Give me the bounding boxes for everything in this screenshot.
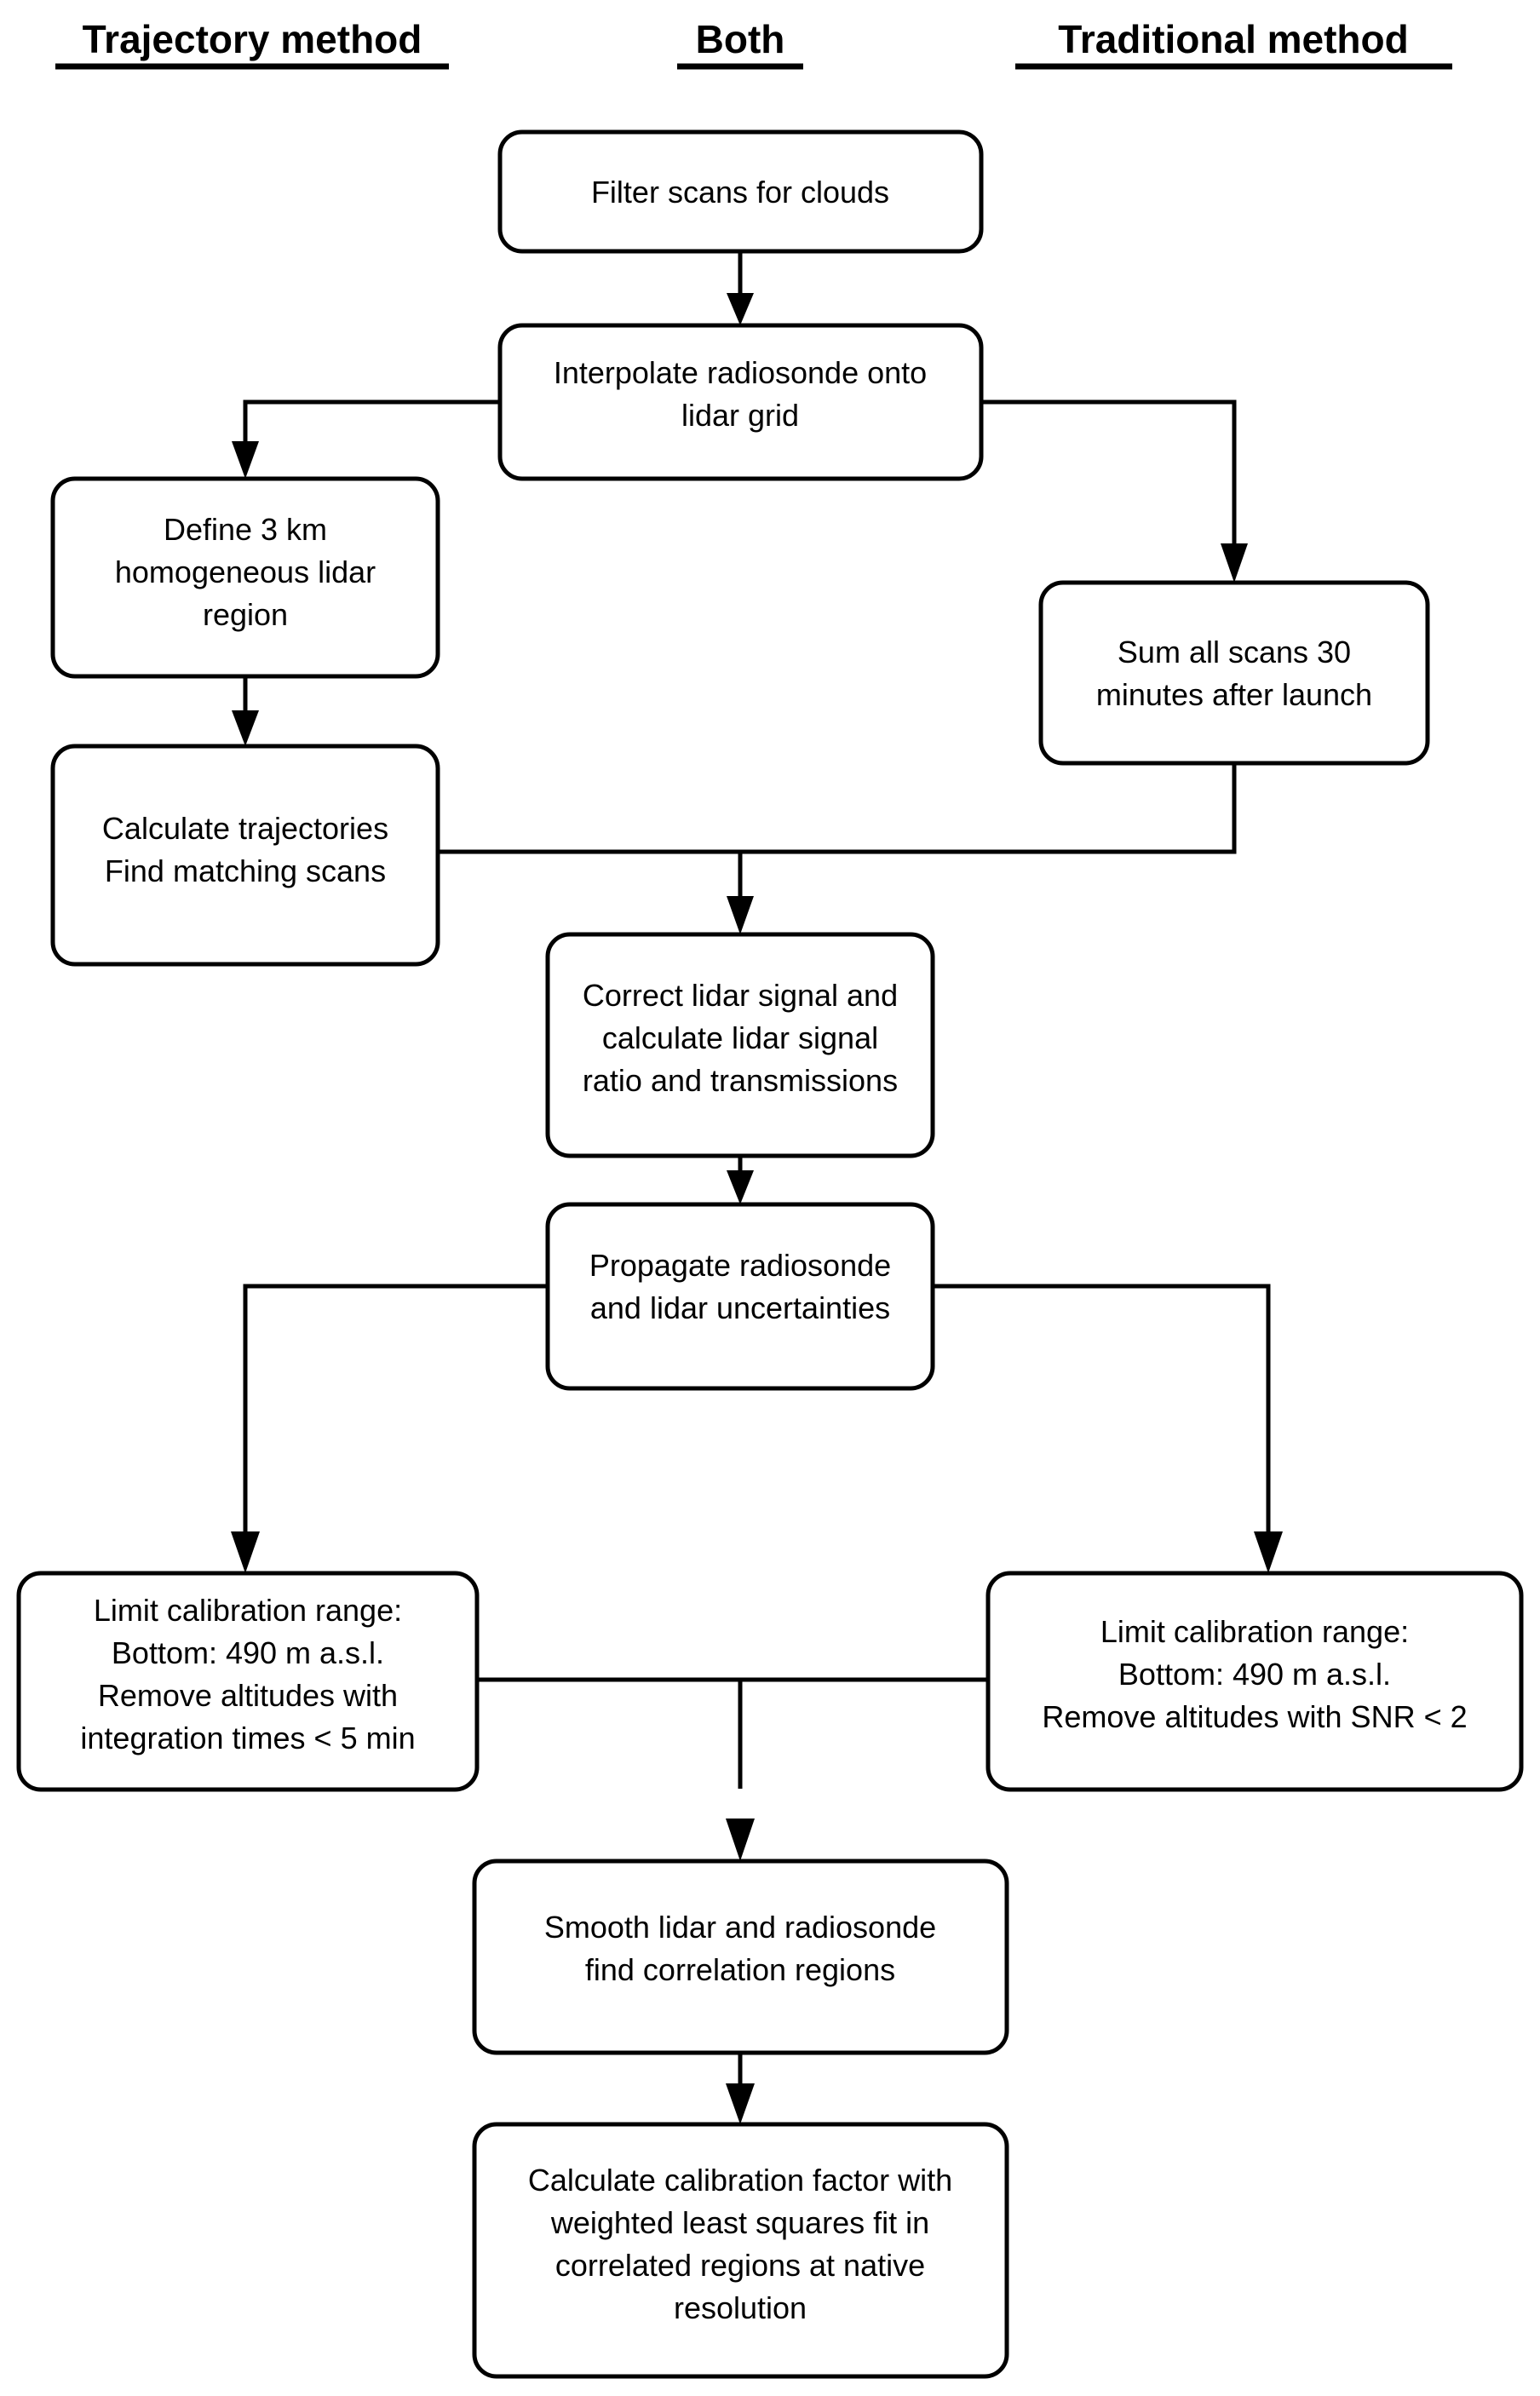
node-define-region-shape[interactable] xyxy=(50,476,440,679)
node-calculate-trajectories-shape[interactable] xyxy=(50,744,440,967)
node-sum-scans[interactable]: Sum all scans 30 minutes after launch xyxy=(1038,580,1430,766)
node-limit-range-trajectory-line-2: Remove altitudes with xyxy=(98,1678,398,1713)
node-propagate-uncertainties-shape[interactable] xyxy=(545,1202,935,1391)
node-correct-lidar-signal-line-2: ratio and transmissions xyxy=(583,1063,898,1098)
node-propagate-uncertainties[interactable]: Propagate radiosonde and lidar uncertain… xyxy=(545,1202,935,1391)
node-interpolate-radiosonde-line-1: lidar grid xyxy=(681,398,799,433)
node-propagate-uncertainties-line-1: and lidar uncertainties xyxy=(590,1290,890,1325)
node-interpolate-radiosonde-line-0: Interpolate radiosonde onto xyxy=(554,355,927,390)
node-correct-lidar-signal-line-1: calculate lidar signal xyxy=(602,1020,878,1055)
column-header-both: Both xyxy=(677,17,803,70)
node-sum-scans-line-0: Sum all scans 30 xyxy=(1118,635,1351,669)
node-filter-scans[interactable]: Filter scans for clouds xyxy=(497,129,984,254)
node-calculate-calibration-factor-shape[interactable] xyxy=(472,2122,1009,2379)
node-filter-scans-line-0: Filter scans for clouds xyxy=(591,175,889,210)
node-limit-range-trajectory-shape[interactable] xyxy=(16,1571,480,1792)
column-header-trajectory-label: Trajectory method xyxy=(83,17,422,61)
node-calculate-calibration-factor-line-3: resolution xyxy=(674,2290,807,2325)
node-limit-range-trajectory-line-1: Bottom: 490 m a.s.l. xyxy=(112,1635,384,1670)
node-limit-range-traditional[interactable]: Limit calibration range: Bottom: 490 m a… xyxy=(985,1571,1524,1792)
column-header-traditional: Traditional method xyxy=(1015,17,1452,70)
edge-limit-right-to-smooth xyxy=(726,1677,988,1861)
node-limit-range-traditional-line-0: Limit calibration range: xyxy=(1100,1614,1409,1649)
edge-filter-to-interpolate xyxy=(727,250,754,325)
node-limit-range-trajectory[interactable]: Limit calibration range: Bottom: 490 m a… xyxy=(16,1571,480,1792)
node-smooth-correlate[interactable]: Smooth lidar and radiosonde find correla… xyxy=(472,1859,1009,2055)
node-interpolate-radiosonde[interactable]: Interpolate radiosonde onto lidar grid xyxy=(497,323,984,481)
node-correct-lidar-signal-line-0: Correct lidar signal and xyxy=(583,978,898,1013)
edge-trajectories-to-correct xyxy=(437,849,743,903)
node-correct-lidar-signal-shape[interactable] xyxy=(545,932,935,1158)
node-calculate-trajectories-line-1: Find matching scans xyxy=(105,853,386,888)
node-limit-range-traditional-line-1: Bottom: 490 m a.s.l. xyxy=(1118,1657,1391,1692)
column-header-trajectory: Trajectory method xyxy=(55,17,449,70)
column-header-traditional-label: Traditional method xyxy=(1058,17,1408,61)
node-propagate-uncertainties-line-0: Propagate radiosonde xyxy=(589,1248,891,1283)
node-correct-lidar-signal[interactable]: Correct lidar signal and calculate lidar… xyxy=(545,932,935,1158)
edge-limit-left-to-smooth xyxy=(477,1677,743,1789)
edge-define-to-trajectories xyxy=(232,675,259,746)
node-sum-scans-line-1: minutes after launch xyxy=(1096,677,1372,712)
node-filter-scans-shape[interactable] xyxy=(497,129,984,254)
node-sum-scans-shape[interactable] xyxy=(1038,580,1430,766)
node-limit-range-traditional-shape[interactable] xyxy=(985,1571,1524,1792)
node-interpolate-radiosonde-shape[interactable] xyxy=(497,323,984,481)
edge-smooth-to-calibration xyxy=(726,2053,755,2124)
edge-interpolate-to-define xyxy=(232,399,500,479)
edge-interpolate-to-sum xyxy=(981,399,1248,583)
node-define-region[interactable]: Define 3 km homogeneous lidar region xyxy=(50,476,440,679)
edge-correct-to-propagate xyxy=(727,1155,754,1204)
node-smooth-correlate-line-0: Smooth lidar and radiosonde xyxy=(544,1910,936,1945)
node-limit-range-traditional-line-2: Remove altitudes with SNR < 2 xyxy=(1042,1699,1467,1734)
edge-propagate-to-limit-right-left xyxy=(231,1284,548,1573)
node-define-region-line-2: region xyxy=(203,597,288,632)
node-define-region-line-1: homogeneous lidar xyxy=(115,554,376,589)
node-calculate-trajectories-line-0: Calculate trajectories xyxy=(102,811,388,846)
node-calculate-calibration-factor-line-0: Calculate calibration factor with xyxy=(528,2163,952,2198)
node-calculate-trajectories[interactable]: Calculate trajectories Find matching sca… xyxy=(50,744,440,967)
edge-sum-to-correct xyxy=(727,763,1237,934)
node-limit-range-trajectory-line-0: Limit calibration range: xyxy=(94,1593,402,1628)
node-calculate-calibration-factor-line-2: correlated regions at native xyxy=(555,2248,925,2283)
node-smooth-correlate-line-1: find correlation regions xyxy=(585,1952,895,1987)
node-limit-range-trajectory-line-3: integration times < 5 min xyxy=(80,1721,415,1755)
node-calculate-calibration-factor-line-1: weighted least squares fit in xyxy=(550,2205,929,2240)
column-header-both-label: Both xyxy=(696,17,785,61)
node-calculate-calibration-factor[interactable]: Calculate calibration factor with weight… xyxy=(472,2122,1009,2379)
node-define-region-line-0: Define 3 km xyxy=(164,512,327,547)
edge-propagate-to-limit-right xyxy=(933,1284,1283,1573)
node-smooth-correlate-shape[interactable] xyxy=(472,1859,1009,2055)
